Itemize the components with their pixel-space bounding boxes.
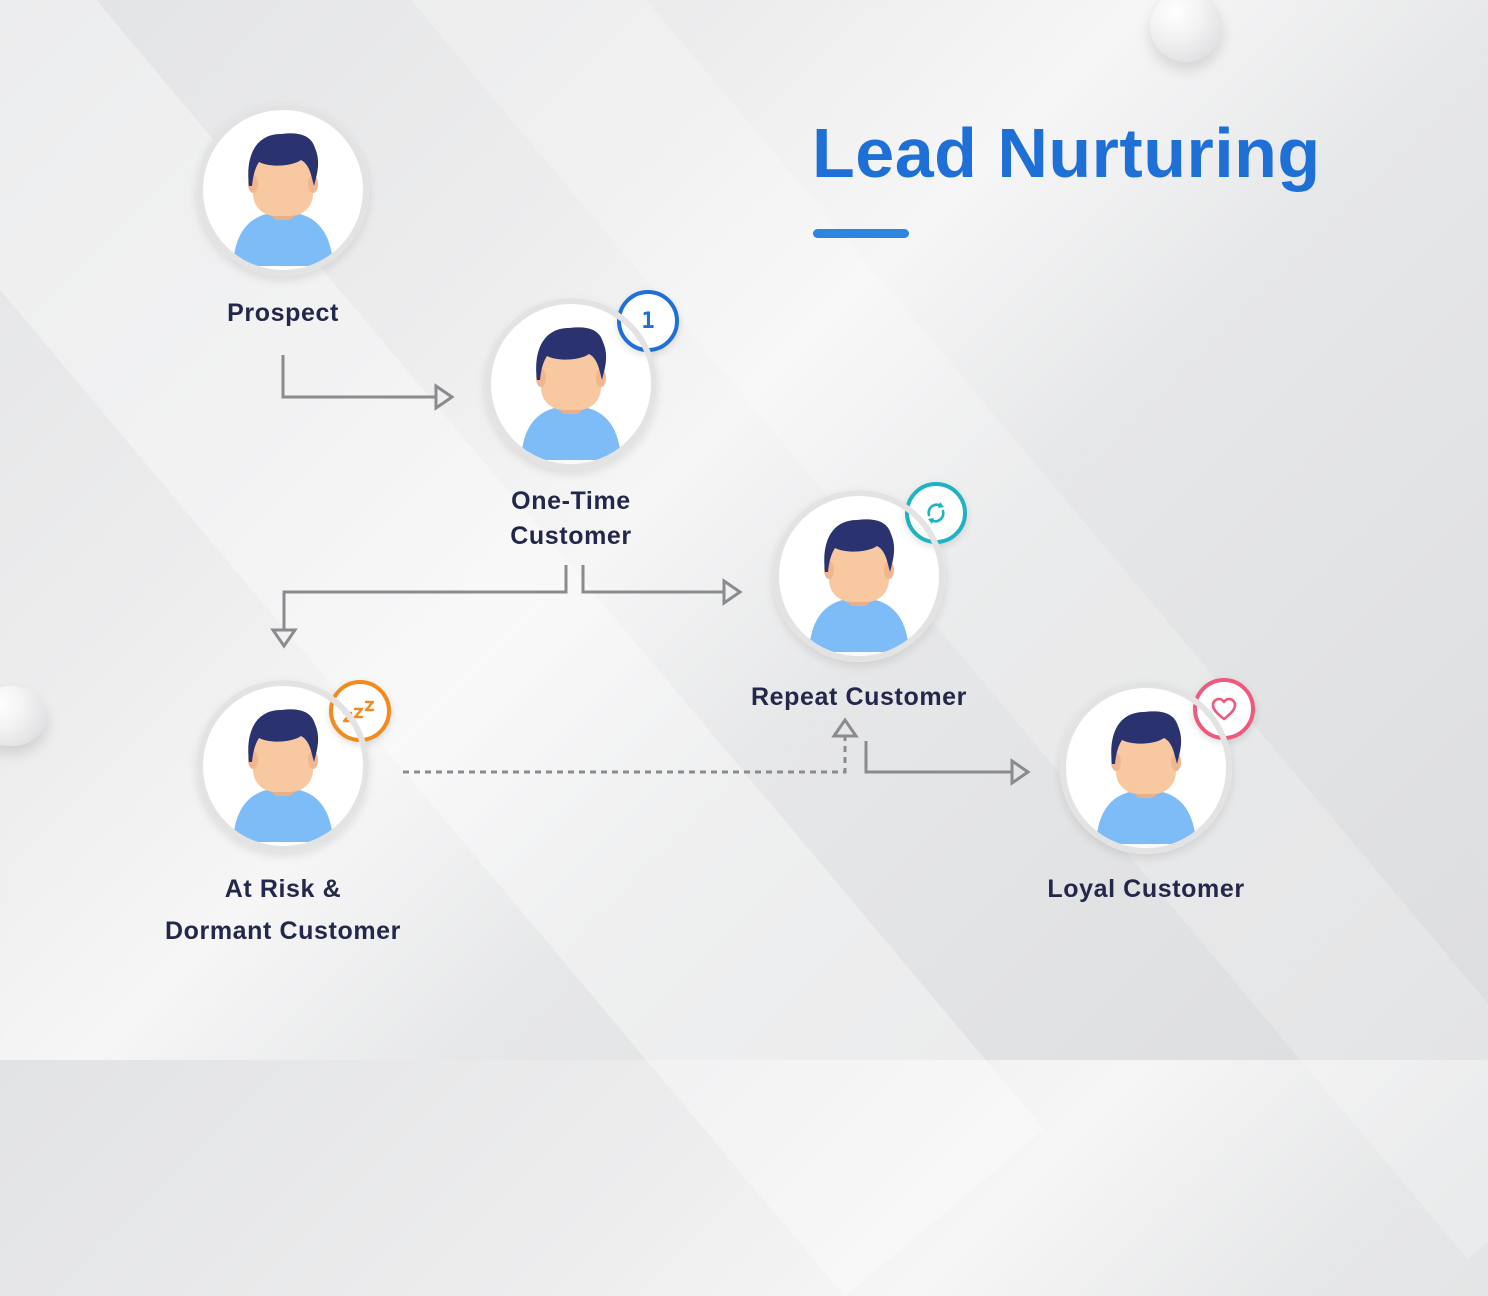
- title-underline: [813, 229, 909, 238]
- connector-prospect-to-one-time: [281, 355, 455, 411]
- loyal-badge: [1193, 678, 1255, 740]
- at-risk-label-line2: Dormant Customer: [164, 917, 402, 945]
- connector-repeat-to-loyal: [864, 741, 1031, 786]
- decorative-orb: [1150, 0, 1222, 62]
- page-title: Lead Nurturing: [812, 114, 1321, 192]
- connector-one-time-to-repeat: [581, 565, 743, 606]
- decorative-orb: [0, 686, 47, 746]
- repeat-customer-label: Repeat Customer: [751, 683, 967, 711]
- heart-icon: [1211, 697, 1237, 721]
- loyal-customer-label: Loyal Customer: [1047, 875, 1245, 903]
- one-time-customer-label: One-Time Customer: [441, 484, 701, 554]
- prospect-label: Prospect: [227, 299, 339, 327]
- sleep-zzz-icon: [342, 700, 375, 723]
- at-risk-label-line1: At Risk &: [224, 875, 342, 903]
- repeat-badge: [905, 482, 967, 544]
- one-time-label-line1: One-Time: [511, 487, 631, 515]
- connector-one-time-to-at-risk: [270, 565, 568, 649]
- one-time-badge: 1: [617, 290, 679, 352]
- connector-at-risk-to-repeat: [403, 717, 859, 774]
- loyal-customer-avatar: [1060, 682, 1232, 854]
- prospect-avatar: [197, 104, 369, 276]
- at-risk-customer-label: At Risk & Dormant Customer: [133, 868, 433, 952]
- number-one-icon: 1: [641, 308, 655, 334]
- at-risk-badge: [329, 680, 391, 742]
- refresh-icon: [927, 502, 945, 524]
- one-time-label-line2: Customer: [510, 522, 632, 550]
